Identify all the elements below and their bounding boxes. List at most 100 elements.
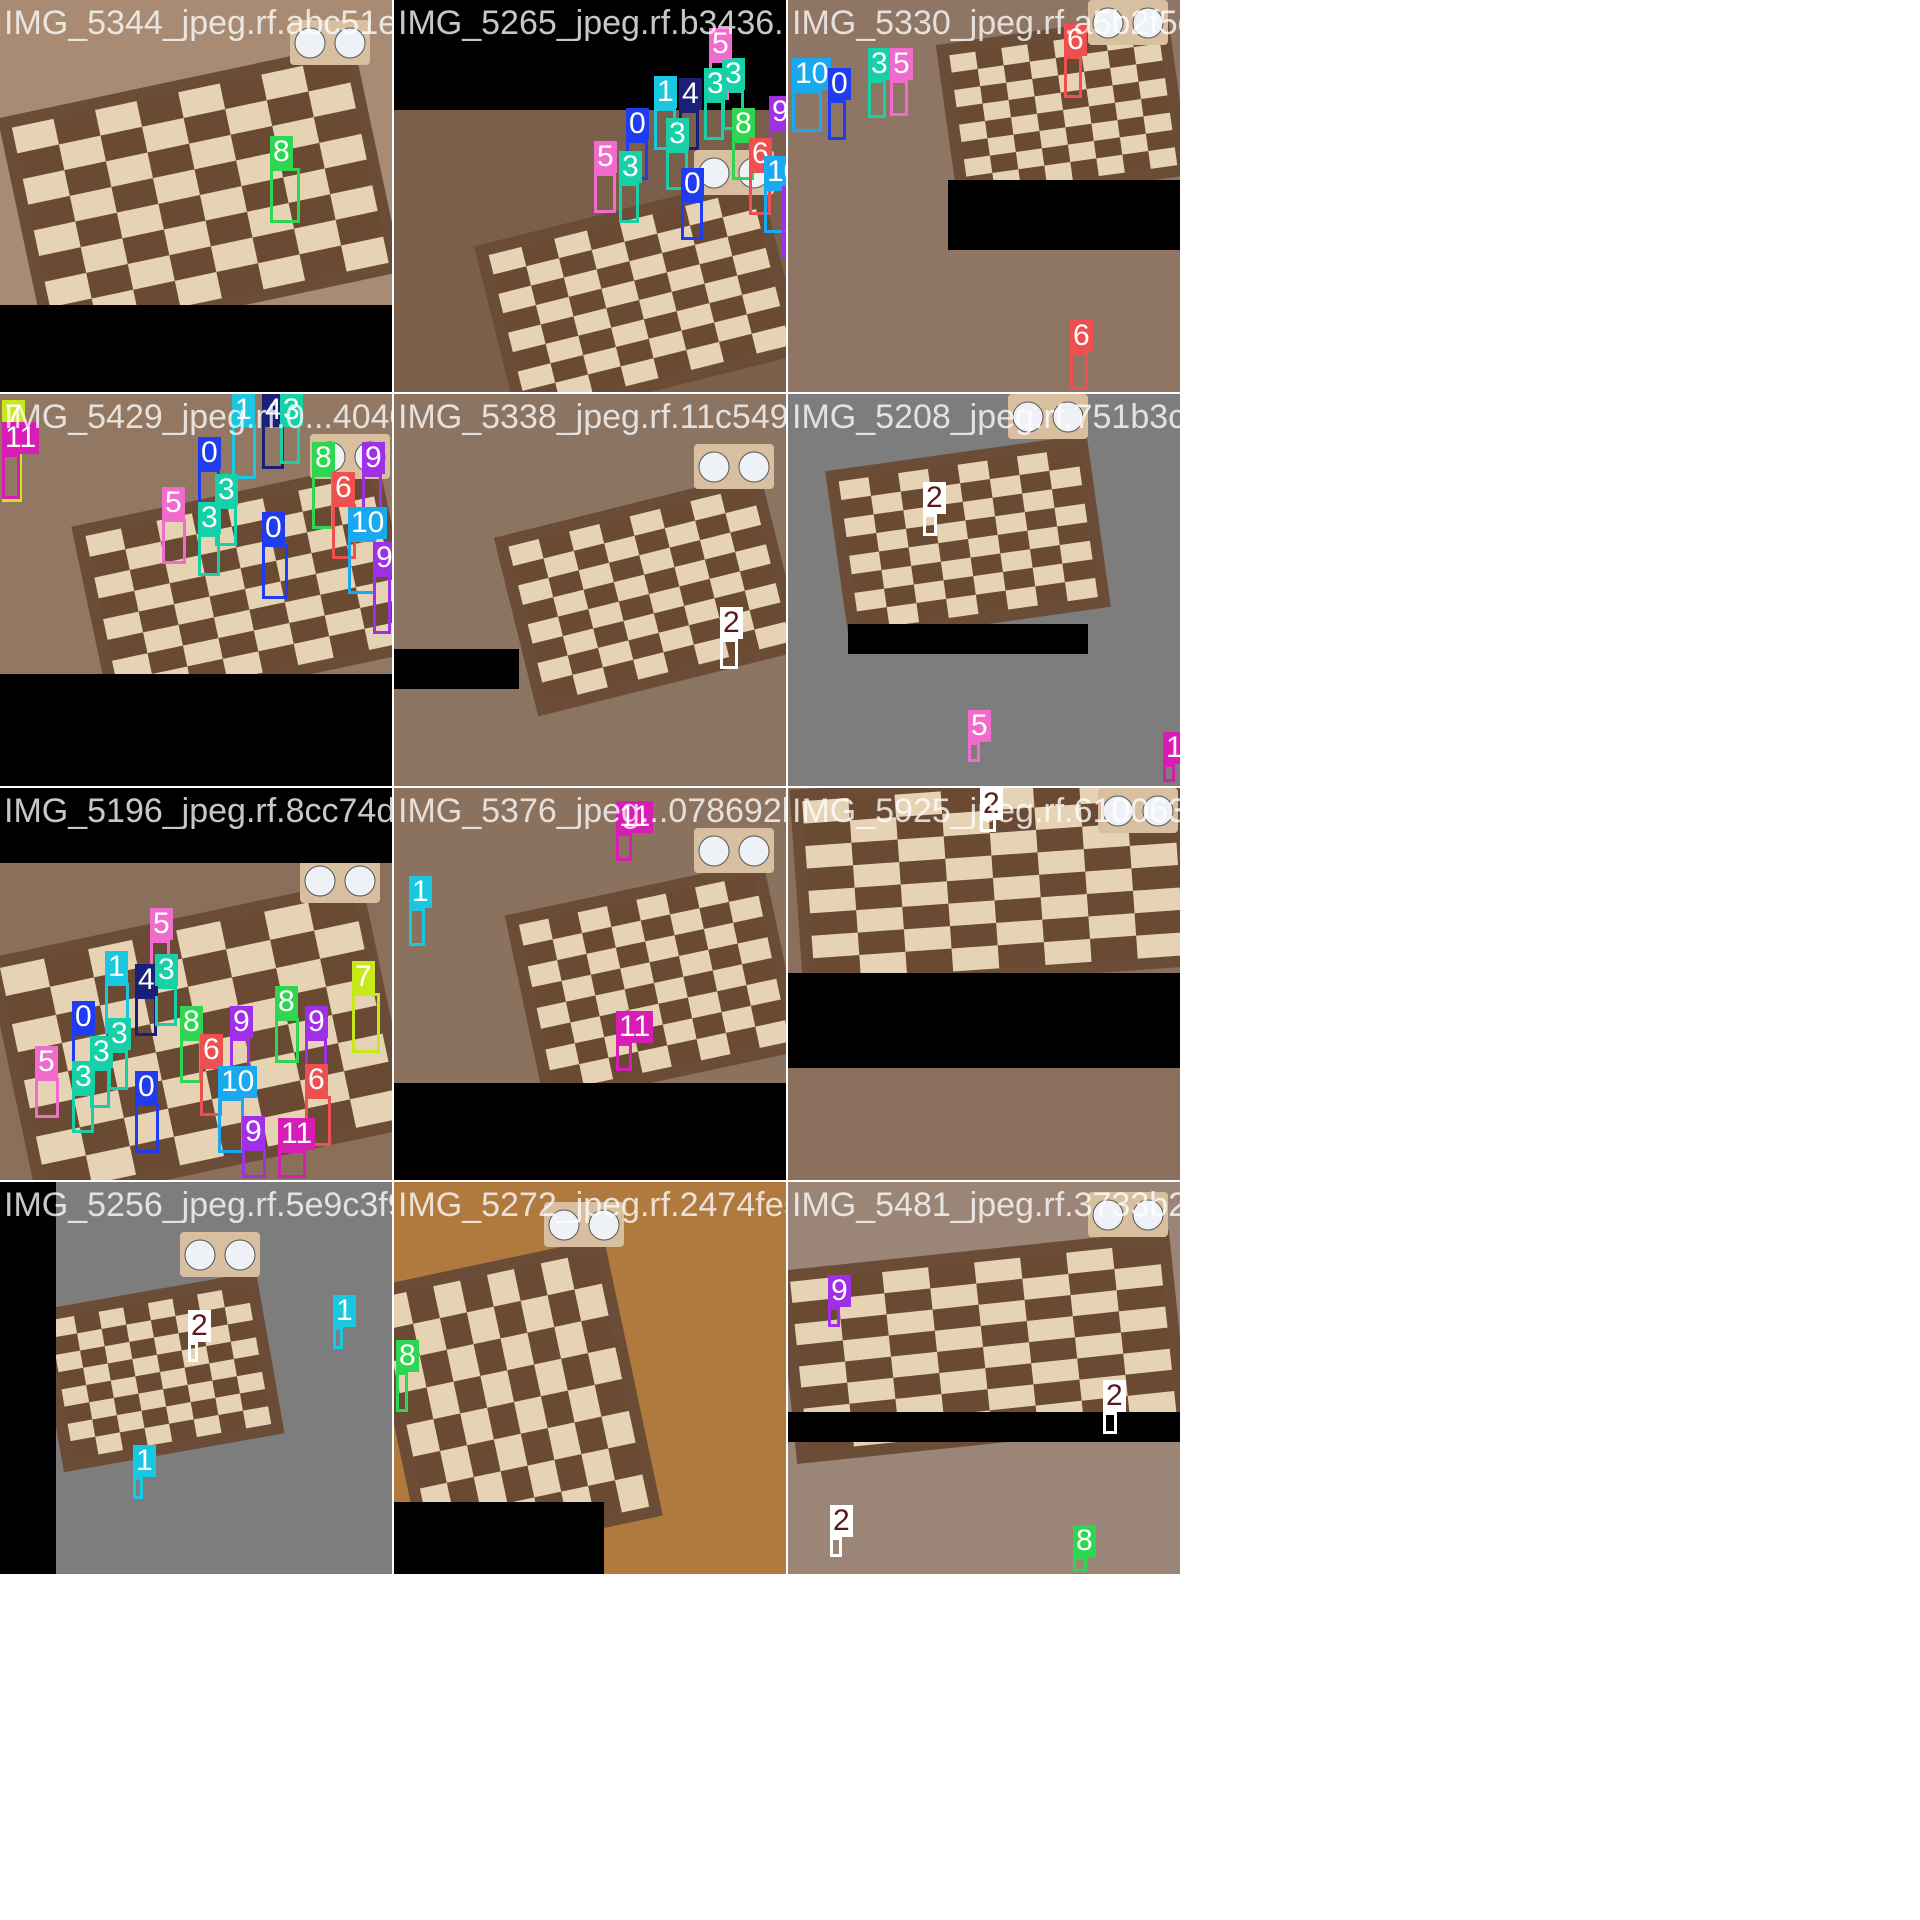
detection-label: 3 [155, 954, 178, 986]
detection-box [262, 544, 288, 599]
detection-label: 5 [709, 28, 732, 60]
detection-label: 5 [35, 1046, 58, 1078]
detection-box [828, 1307, 840, 1327]
detection-label: 2 [720, 607, 743, 639]
detection-label: 5 [890, 48, 913, 80]
detection-label: 3 [90, 1036, 113, 1068]
detection-label: 3 [72, 1061, 95, 1093]
detection-label: 2 [980, 788, 1003, 820]
tile-photo [394, 1182, 786, 1574]
detection-box [720, 639, 738, 669]
detection-label: 3 [666, 118, 689, 150]
detection-box [188, 1342, 198, 1362]
detection-box [35, 1078, 59, 1118]
detection-box [108, 1050, 128, 1090]
detection-box [1073, 1557, 1087, 1572]
detection-box [704, 100, 724, 140]
detection-box [409, 908, 425, 946]
tile-photo [788, 0, 1180, 392]
detection-label: 0 [72, 1001, 95, 1033]
detection-label: 1 [654, 76, 677, 108]
detection-label: 0 [828, 68, 851, 100]
detection-box [278, 1150, 306, 1178]
detection-label: 8 [270, 136, 293, 168]
detection-label: 10 [348, 507, 388, 539]
detection-label: 3 [619, 151, 642, 183]
detection-label: 1 [409, 876, 432, 908]
detection-box [868, 80, 886, 118]
detection-box [275, 1018, 299, 1063]
detection-label: 2 [923, 482, 946, 514]
detection-box [828, 100, 846, 140]
mosaic-tile: 9228IMG_5481_jpeg.rf.3733b2bb5dbdd1aab4c… [788, 1182, 1180, 1574]
detection-box [616, 833, 632, 861]
mosaic-tile: 8IMG_5344_jpeg.rf.abc51ec5... [0, 0, 392, 392]
detection-box [1103, 1412, 1117, 1434]
detection-label: 1 [232, 394, 255, 426]
detection-label: 1 [105, 951, 128, 983]
detection-box [968, 742, 980, 762]
detection-box [218, 1098, 244, 1153]
detection-box [782, 218, 786, 258]
detection-box [333, 1327, 343, 1349]
detection-label: 8 [312, 442, 335, 474]
detection-label: 9 [782, 186, 786, 218]
detection-label: 4 [135, 964, 158, 996]
detection-box [1064, 56, 1082, 98]
detection-label: 11 [1163, 732, 1180, 764]
detection-box [1163, 764, 1175, 782]
detection-label: 9 [230, 1006, 253, 1038]
tile-photo [788, 1182, 1180, 1574]
detection-label: 0 [198, 437, 221, 469]
detection-box [396, 1372, 408, 1412]
detection-box [352, 993, 380, 1053]
detection-label: 3 [280, 394, 303, 426]
detection-label: 8 [732, 108, 755, 140]
detection-label: 2 [1103, 1380, 1126, 1412]
detection-label: 8 [180, 1006, 203, 1038]
detection-label: 9 [769, 96, 786, 128]
detection-box [619, 183, 639, 223]
detection-label: 3 [704, 68, 727, 100]
detection-label: 5 [968, 710, 991, 742]
mosaic-tile: 211IMG_5256_jpeg.rf.5e9c3f9f4... [0, 1182, 392, 1574]
detection-box [923, 514, 937, 536]
detection-label: 11 [278, 1118, 316, 1150]
detection-label: 9 [305, 1006, 328, 1038]
detection-box [594, 173, 616, 213]
detection-label: 6 [332, 472, 355, 504]
detection-label: 9 [373, 542, 392, 574]
detection-label: 6 [1064, 24, 1087, 56]
tile-photo [0, 1182, 392, 1574]
detection-label: 2 [188, 1310, 211, 1342]
detection-label: 11 [616, 1011, 654, 1043]
mosaic-tile: 2IMG_5925_jpeg.rf.61006381104d40163c8d00… [788, 788, 1180, 1180]
tile-photo [0, 0, 392, 392]
detection-label: 10 [218, 1066, 258, 1098]
detection-box [749, 170, 771, 215]
detection-box [198, 534, 220, 576]
detection-box [616, 1043, 632, 1071]
tile-photo [394, 788, 786, 1180]
detection-box [312, 474, 334, 529]
detection-box [373, 574, 391, 634]
detection-box [232, 424, 256, 479]
detection-label: 10 [792, 58, 832, 90]
detection-box [681, 200, 703, 240]
detection-label: 5 [594, 141, 617, 173]
detection-label: 2 [830, 1505, 853, 1537]
detection-label: 9 [828, 1275, 851, 1307]
detection-label: 9 [362, 442, 385, 474]
detection-label: 3 [215, 474, 238, 506]
detection-label: 11 [616, 801, 654, 833]
detection-label: 3 [108, 1018, 131, 1050]
detection-box [72, 1093, 94, 1133]
detection-label: 5 [162, 487, 185, 519]
tile-photo [788, 788, 1180, 1180]
detection-label: 6 [1070, 320, 1093, 352]
detection-label: 0 [262, 512, 285, 544]
tile-photo [788, 394, 1180, 786]
detection-box [792, 90, 822, 132]
